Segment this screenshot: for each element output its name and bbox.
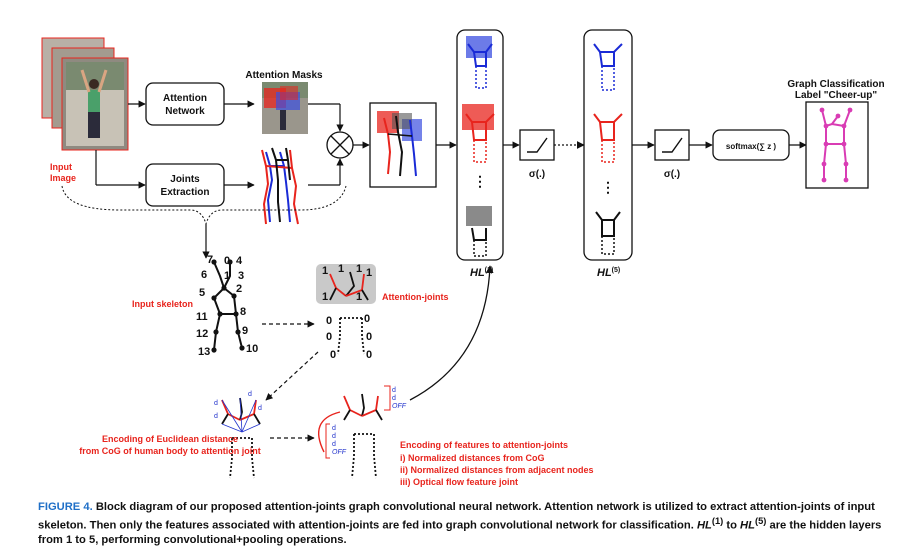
attention-value: 0 [366, 331, 372, 343]
attention-value: 1 [366, 267, 372, 279]
hl1-red-skeleton [462, 104, 495, 163]
caption-to: to [723, 519, 741, 532]
euclid-distance-lines [221, 397, 261, 433]
joint-num: 10 [246, 343, 258, 355]
graph-label-2: Label "Cheer-up" [795, 90, 878, 101]
figure-caption: FIGURE 4. Block diagram of our proposed … [38, 500, 883, 547]
feature-label: d [392, 387, 396, 394]
attention-value: 1 [356, 263, 362, 275]
distance-label: d [214, 413, 218, 420]
features-title: Encoding of features to attention-joints [400, 440, 568, 450]
joint-num: 4 [236, 255, 243, 267]
attention-value: 0 [330, 349, 336, 361]
joint-num: 2 [236, 283, 242, 295]
euclid-label-2: from CoG of human body to attention join… [79, 446, 260, 456]
hl1-ellipsis: ⋮ [473, 173, 487, 189]
joint-num: 9 [242, 325, 248, 337]
input-skeleton-label: Input skeleton [132, 299, 193, 309]
softmax-label: softmax(∑ z ) [726, 142, 776, 151]
joint-num: 11 [196, 311, 208, 323]
feature-label: OFF [392, 403, 407, 410]
activation-box-1 [519, 129, 555, 161]
joint-num: 0 [224, 255, 230, 267]
feature-bracket-left [318, 411, 341, 453]
attention-network-label-1: Attention [163, 93, 207, 104]
feature-bracket-top [384, 385, 391, 411]
euclid-label-1: Encoding of Euclidean distance [102, 434, 238, 444]
euclid-skeleton [221, 397, 261, 479]
feature-skeleton [343, 393, 383, 479]
feature-bracket-mid [325, 423, 330, 459]
attention-value: 0 [326, 331, 332, 343]
joints-extraction-label-2: Extraction [161, 187, 210, 198]
joint-num: 12 [196, 328, 208, 340]
attention-value: 1 [338, 263, 344, 275]
attention-value: 1 [356, 291, 362, 303]
hidden-layer-5 [583, 29, 633, 261]
hl5-ellipsis: ⋮ [601, 179, 615, 195]
caption-hl-b-sup: (5) [754, 516, 767, 526]
caption-hl-a-sup: (1) [711, 516, 724, 526]
joints-extraction-box [145, 163, 225, 207]
joints-extraction-label-1: Joints [170, 174, 200, 185]
attention-masks-image [262, 82, 308, 134]
block-diagram: Input Image Attention Network Attention … [41, 29, 885, 487]
feature-item: ii) Normalized distances from adjacent n… [400, 465, 594, 475]
attention-joints-label: Attention-joints [382, 292, 449, 302]
feature-label: d [332, 441, 336, 448]
distance-label: d [248, 391, 252, 398]
attention-network-label-2: Network [165, 106, 205, 117]
extracted-skeleton [261, 147, 299, 225]
feature-to-hl1-arrow [409, 265, 494, 401]
joint-num: 13 [198, 346, 210, 358]
attention-value: 1 [322, 291, 328, 303]
activation-box-2 [654, 129, 690, 161]
attention-masks-label: Attention Masks [245, 70, 323, 81]
sigma-label-1: σ(.) [529, 169, 545, 180]
graph-label-1: Graph Classification [787, 79, 884, 90]
distance-label: d [214, 400, 218, 407]
caption-text: Block diagram of our proposed attention-… [38, 501, 875, 532]
feature-label: OFF [332, 449, 347, 456]
feature-label: d [332, 433, 336, 440]
hl1-blue-skeleton [466, 36, 493, 89]
caption-text-end: are the hidden layers from 1 to 5, perfo… [38, 519, 882, 546]
feature-item: i) Normalized distances from CoG [400, 453, 545, 463]
attention-joints-highlight [316, 264, 376, 304]
hl5-black-skeleton [595, 211, 621, 255]
attention-skeleton [377, 111, 422, 177]
joint-num: 7 [207, 254, 213, 266]
feature-label: d [392, 395, 396, 402]
joint-num: 1 [224, 270, 230, 282]
figure-number: FIGURE 4. [38, 501, 93, 513]
feature-label: d [332, 425, 336, 432]
hl5-red-skeleton [593, 113, 623, 163]
sigma-label-2: σ(.) [664, 169, 680, 180]
hl5-blue-skeleton [593, 43, 623, 91]
attention-joints-skeleton [329, 271, 369, 355]
input-image-label-1: Input [50, 162, 72, 172]
input-brace [61, 185, 347, 226]
hl1-black-skeleton [466, 206, 492, 257]
joint-num: 5 [199, 287, 205, 299]
attention-value: 1 [322, 265, 328, 277]
attention-network-box [145, 82, 225, 126]
feature-item: iii) Optical flow feature joint [400, 477, 518, 487]
caption-hl-b: HL [740, 519, 755, 532]
joint-num: 8 [240, 306, 246, 318]
attention-value: 0 [364, 313, 370, 325]
attention-value: 0 [366, 349, 372, 361]
input-image-stack [41, 37, 129, 151]
joint-num: 3 [238, 270, 244, 282]
hl5-label: HL(5) [597, 267, 620, 279]
caption-hl-a: HL [696, 519, 712, 532]
input-image-label-2: Image [50, 173, 76, 183]
attention-value: 0 [326, 315, 332, 327]
distance-label: d [258, 405, 262, 412]
joint-num: 6 [201, 269, 207, 281]
multiply-operator [326, 131, 354, 159]
